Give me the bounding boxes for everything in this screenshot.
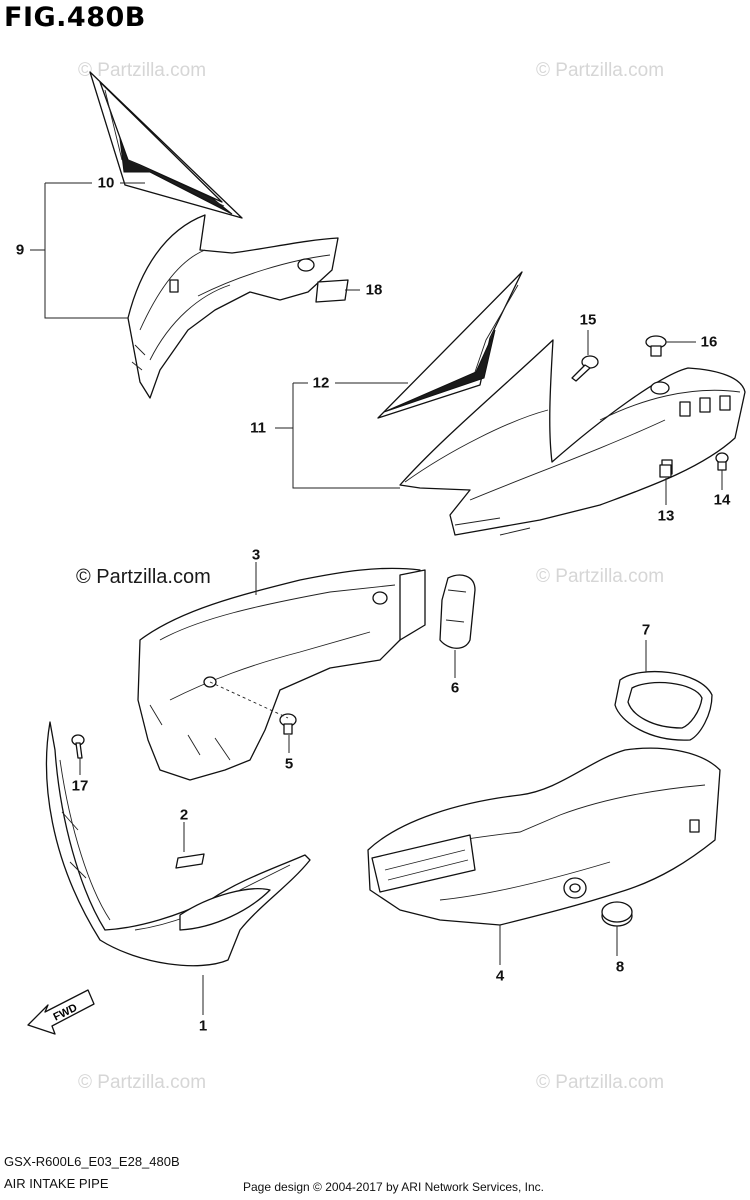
callout-4[interactable]: 4 (495, 967, 505, 985)
callout-1[interactable]: 1 (198, 1017, 208, 1035)
callout-9[interactable]: 9 (15, 241, 25, 259)
label-2 (175, 853, 205, 869)
callout-14[interactable]: 14 (713, 491, 731, 509)
leader-lines (30, 182, 723, 1015)
air-intake-pipe-lower (367, 747, 721, 926)
callout-3[interactable]: 3 (251, 546, 261, 564)
fwd-label: FWD (51, 1002, 79, 1024)
callout-11[interactable]: 11 (250, 419, 266, 437)
ring-seal-7 (614, 670, 713, 741)
callout-7[interactable]: 7 (641, 621, 651, 639)
watermark: © Partzilla.com (536, 1072, 665, 1093)
watermark: © Partzilla.com (78, 60, 207, 81)
callout-10[interactable]: 10 (97, 174, 115, 192)
screw-17 (71, 734, 85, 759)
callout-2[interactable]: 2 (179, 806, 189, 824)
figure-code: GSX-R600L6_E03_E28_480B (4, 1154, 180, 1169)
air-intake-pipe-upper (137, 567, 426, 781)
caution-label (315, 279, 349, 303)
callout-8[interactable]: 8 (615, 958, 625, 976)
seal-6 (439, 574, 476, 649)
figure-name: AIR INTAKE PIPE (4, 1176, 109, 1191)
callout-17[interactable]: 17 (71, 777, 89, 795)
decal-upper-right (377, 271, 523, 419)
watermark: © Partzilla.com (76, 566, 211, 588)
screw-5 (279, 713, 297, 735)
lower-panel (45, 721, 311, 967)
nut-13 (659, 464, 672, 478)
grommet-8 (601, 901, 633, 927)
callout-13[interactable]: 13 (657, 507, 675, 525)
screw-15 (571, 355, 599, 382)
callout-18[interactable]: 18 (365, 281, 383, 299)
callout-12[interactable]: 12 (312, 374, 330, 392)
forward-arrow: FWD (27, 989, 95, 1035)
callout-16[interactable]: 16 (700, 333, 718, 351)
figure-title: FIG.480B (4, 2, 146, 33)
watermark: © Partzilla.com (536, 566, 665, 587)
clip-16 (645, 335, 667, 357)
decal-upper-left (89, 71, 243, 219)
callout-15[interactable]: 15 (579, 311, 597, 329)
watermark: © Partzilla.com (78, 1072, 207, 1093)
callout-6[interactable]: 6 (450, 679, 460, 697)
watermark: © Partzilla.com (536, 60, 665, 81)
copyright-credit: Page design © 2004-2017 by ARI Network S… (243, 1180, 545, 1194)
screw-14 (715, 452, 729, 471)
callout-5[interactable]: 5 (284, 755, 294, 773)
side-cowling-left (127, 214, 339, 399)
